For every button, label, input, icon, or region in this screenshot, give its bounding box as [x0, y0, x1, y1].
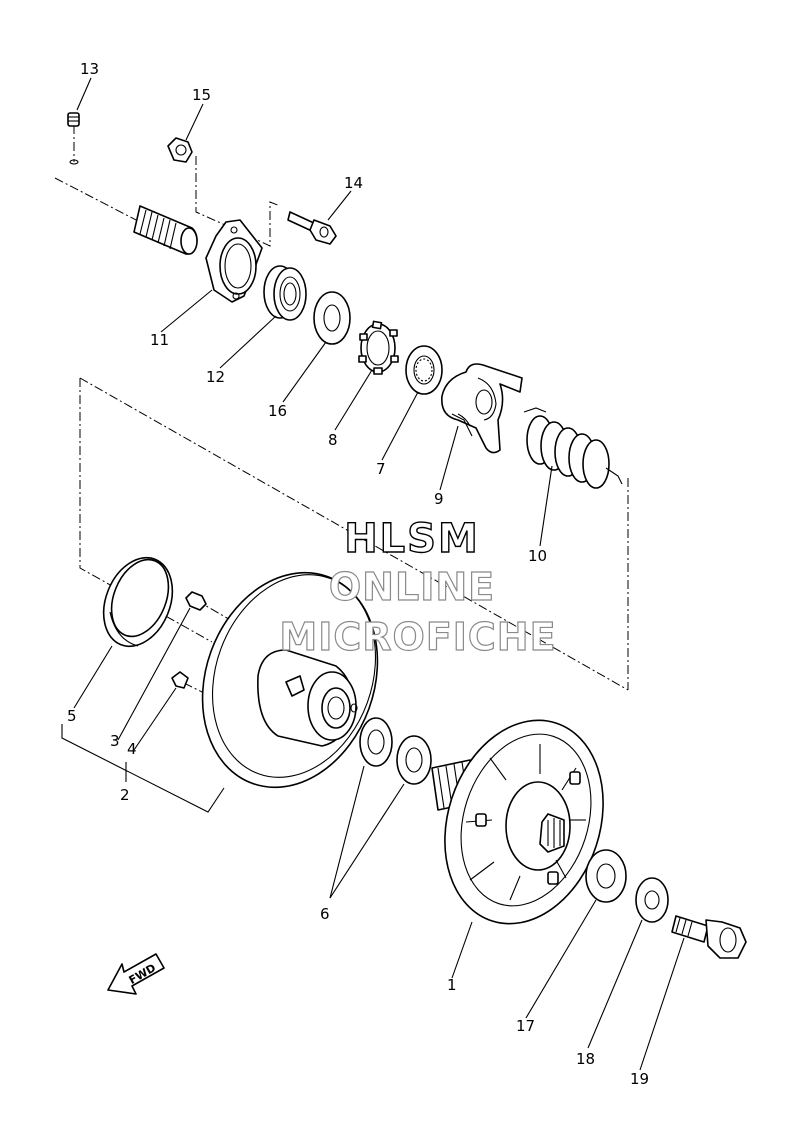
- callout-17: 17: [516, 1017, 535, 1035]
- watermark-line-3: MICROFICHE: [279, 615, 556, 659]
- part-11-bearing-holder: [205, 219, 263, 303]
- assembly-centerlines: [54, 125, 629, 695]
- fwd-arrow-icon: FWD: [107, 953, 165, 995]
- part-6-washers: [359, 717, 432, 785]
- leader-lines: [61, 77, 685, 1071]
- callout-18: 18: [576, 1050, 595, 1068]
- callout-13: 13: [80, 60, 99, 78]
- callout-14: 14: [344, 174, 363, 192]
- callout-3: 3: [110, 732, 120, 750]
- part-12-bearing: [263, 265, 307, 321]
- callout-1: 1: [447, 976, 457, 994]
- callout-9: 9: [434, 490, 444, 508]
- part-1-sheave-fan: [431, 719, 604, 925]
- callout-numbers: 13 15 14 11 12 16 8 7 9 10 5 3 4 2 6 1 1…: [67, 60, 649, 1088]
- part-16-washer: [313, 291, 351, 345]
- part-9-torque-cam: [441, 363, 523, 454]
- part-19-bolt: [671, 915, 747, 959]
- callout-10: 10: [528, 547, 547, 565]
- watermark: HLSM ONLINE MICROFICHE: [279, 515, 556, 659]
- callout-19: 19: [630, 1070, 649, 1088]
- callout-8: 8: [328, 431, 338, 449]
- part-8-collar: [358, 320, 399, 375]
- part-18-washer: [635, 877, 669, 923]
- callout-16: 16: [268, 402, 287, 420]
- part-17-washer: [585, 849, 627, 903]
- callout-7: 7: [376, 460, 386, 478]
- primary-shaft: [133, 205, 198, 255]
- callout-11: 11: [150, 331, 169, 349]
- callout-15: 15: [192, 86, 211, 104]
- callout-4: 4: [127, 740, 137, 758]
- part-13-set-screw: [67, 112, 80, 165]
- part-3-slider: [185, 591, 207, 611]
- callout-6: 6: [320, 905, 330, 923]
- part-10-spring: [523, 407, 623, 489]
- callout-2: 2: [120, 786, 130, 804]
- part-7-spline-washer: [405, 345, 443, 395]
- part-14-bolt: [287, 211, 337, 245]
- watermark-line-1: HLSM: [344, 516, 480, 562]
- callout-12: 12: [206, 368, 225, 386]
- part-4-pin: [171, 671, 189, 689]
- callout-5: 5: [67, 707, 77, 725]
- part-15-nut: [167, 137, 193, 163]
- part-5-ring: [102, 556, 174, 648]
- watermark-line-2: ONLINE: [329, 565, 495, 609]
- part-2-sheave: [201, 571, 379, 789]
